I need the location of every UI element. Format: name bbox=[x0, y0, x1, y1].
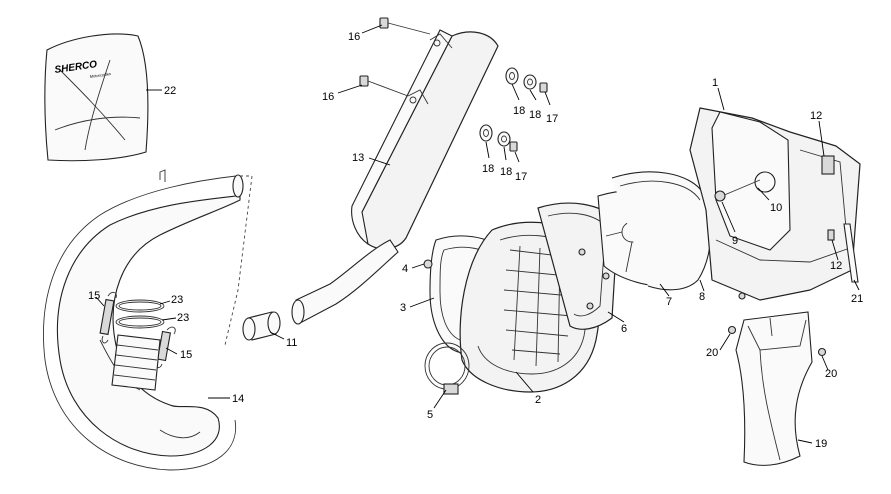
callout-18-upper-a: 18 bbox=[513, 105, 525, 117]
part-12-clip bbox=[827, 229, 835, 241]
callout-11: 11 bbox=[286, 337, 297, 349]
part-4-screw bbox=[423, 259, 433, 269]
part-14-exhaust-pipe bbox=[43, 169, 253, 471]
part-23-o-ring-lower bbox=[115, 315, 165, 329]
callout-18-lower-a: 18 bbox=[482, 163, 494, 175]
callout-5: 5 bbox=[427, 409, 433, 421]
washer-set-lower bbox=[479, 124, 518, 152]
part-20-screw-left bbox=[727, 325, 737, 335]
callout-14: 14 bbox=[232, 393, 244, 405]
callout-17-upper: 17 bbox=[546, 113, 558, 125]
callout-7: 7 bbox=[666, 296, 672, 308]
part-19-intake-duct bbox=[735, 311, 813, 466]
callout-20-right: 20 bbox=[825, 368, 837, 380]
callout-9: 9 bbox=[732, 235, 738, 247]
part-5-hose-clamp bbox=[424, 342, 470, 395]
callout-20-left: 20 bbox=[706, 347, 718, 359]
callout-4: 4 bbox=[402, 263, 408, 275]
callout-8: 8 bbox=[699, 291, 705, 303]
callout-17-lower: 17 bbox=[515, 171, 527, 183]
callout-15-right: 15 bbox=[180, 349, 192, 361]
callout-2: 2 bbox=[535, 394, 541, 406]
bag-brand-subtitle: Motorcycles bbox=[89, 71, 111, 79]
callout-16-upper: 16 bbox=[348, 31, 360, 43]
callout-23-lower: 23 bbox=[177, 312, 189, 324]
part-13-silencer bbox=[291, 29, 499, 325]
callout-12-lower: 12 bbox=[830, 260, 842, 272]
callout-6: 6 bbox=[621, 323, 627, 335]
part-23-o-ring-upper bbox=[115, 299, 165, 313]
part-16-bolt-lower bbox=[359, 75, 409, 97]
callout-1: 1 bbox=[712, 77, 718, 89]
part-11-coupling bbox=[242, 311, 281, 341]
callout-10: 10 bbox=[770, 202, 782, 214]
callout-18-upper-b: 18 bbox=[529, 109, 541, 121]
part-1-airbox bbox=[689, 107, 861, 301]
part-16-bolt-upper bbox=[379, 17, 431, 35]
washer-set-upper bbox=[505, 67, 548, 93]
callout-labels: 1 2 3 4 5 6 7 8 9 10 11 12 12 13 14 15 1… bbox=[88, 31, 863, 450]
part-15-spring-left bbox=[99, 291, 117, 344]
callout-3: 3 bbox=[400, 302, 406, 314]
part-22-bag: SHERCO Motorcycles bbox=[44, 33, 149, 162]
part-21-strap bbox=[843, 223, 859, 283]
callout-23-upper: 23 bbox=[171, 294, 183, 306]
callout-19: 19 bbox=[815, 438, 827, 450]
callout-18-lower-b: 18 bbox=[500, 166, 512, 178]
leader-lines bbox=[95, 24, 860, 444]
callout-12-upper: 12 bbox=[810, 110, 822, 122]
callout-13: 13 bbox=[352, 152, 364, 164]
pipe-inlet-ribbed bbox=[111, 334, 161, 391]
callout-21: 21 bbox=[851, 293, 863, 305]
callout-22: 22 bbox=[164, 85, 176, 97]
part-20-screw-right bbox=[817, 347, 827, 357]
callout-15-left: 15 bbox=[88, 290, 100, 302]
callout-16-lower: 16 bbox=[322, 91, 334, 103]
